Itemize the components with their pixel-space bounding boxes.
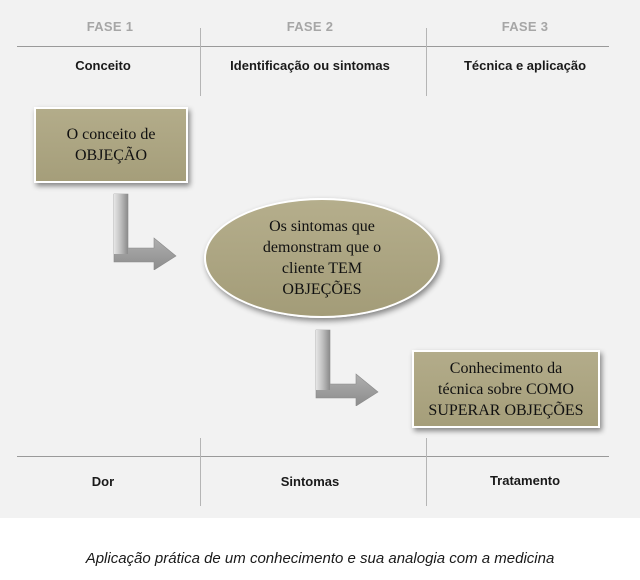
technique-box: Conhecimento da técnica sobre COMO SUPER… [412, 350, 600, 428]
diagram-panel: FASE 1 FASE 2 FASE 3 Conceito Identifica… [0, 0, 640, 518]
column-identification: Identificação ou sintomas [230, 58, 390, 73]
technique-box-line-3: SUPERAR OBJEÇÕES [428, 401, 584, 419]
footer-symptoms: Sintomas [280, 474, 340, 489]
column-technique: Técnica e aplicação [463, 58, 587, 73]
symptoms-line-4: OBJEÇÕES [282, 281, 362, 298]
footer-divider [17, 456, 609, 457]
column-concept: Conceito [75, 58, 131, 73]
symptoms-ellipse: Os sintomas que demonstram que o cliente… [204, 198, 440, 318]
header-column-divider-2 [426, 28, 427, 96]
symptoms-line-2: demonstram que o [262, 239, 382, 256]
symptoms-line-1: Os sintomas que [269, 218, 375, 235]
concept-box: O conceito de OBJEÇÃO [34, 107, 188, 183]
header-column-divider-1 [200, 28, 201, 96]
phase-3-label: FASE 3 [501, 19, 549, 34]
footer-column-divider-1 [200, 438, 201, 506]
symptoms-line-3: cliente TEM [281, 260, 363, 277]
concept-box-line-2: OBJEÇÃO [74, 147, 147, 164]
technique-box-line-1: Conhecimento da [449, 359, 563, 377]
technique-box-line-2: técnica sobre COMO [438, 380, 574, 398]
phase-2-label: FASE 2 [286, 19, 334, 34]
phase-1-label: FASE 1 [86, 19, 134, 34]
figure-caption: Aplicação prática de um conhecimento e s… [85, 550, 555, 567]
footer-pain: Dor [91, 474, 115, 489]
arrow-1-icon [113, 193, 177, 270]
footer-treatment: Tratamento [489, 473, 561, 488]
arrow-2-icon [315, 329, 379, 406]
concept-box-line-1: O conceito de [66, 126, 156, 143]
footer-column-divider-2 [426, 438, 427, 506]
header-divider [17, 46, 609, 47]
